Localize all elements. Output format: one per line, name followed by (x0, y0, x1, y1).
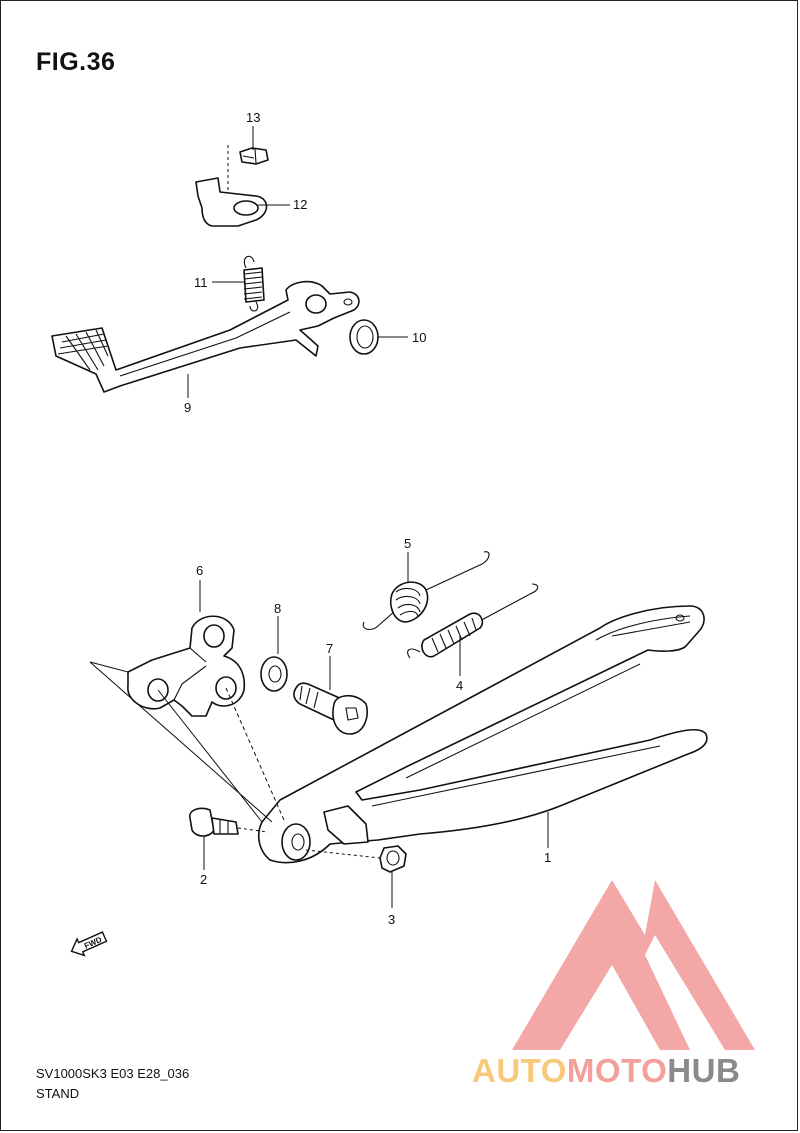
watermark-logo-icon (512, 880, 755, 1050)
part-2-bolt (189, 807, 239, 837)
wordmark-hub: HUB (667, 1052, 741, 1089)
callout-13: 13 (246, 110, 260, 125)
callout-11: 11 (194, 275, 208, 290)
part-4-spring (407, 583, 539, 659)
part-7-bolt (293, 682, 368, 735)
figure-title: FIG.36 (36, 48, 116, 76)
part-8-washer (260, 656, 288, 692)
callout-5: 5 (404, 536, 411, 551)
callout-3: 3 (388, 912, 395, 927)
part-11-spring (243, 255, 265, 312)
callout-4: 4 (456, 678, 463, 693)
callout-2: 2 (200, 872, 207, 887)
leader-lines (187, 126, 549, 908)
callout-12: 12 (293, 197, 307, 212)
part-13-bolt (227, 145, 269, 200)
assembly-guide-lines (89, 661, 381, 859)
part-10-washer (349, 319, 379, 355)
part-3-nut (379, 845, 407, 873)
callout-6: 6 (196, 563, 203, 578)
callout-9: 9 (184, 400, 191, 415)
part-1-stand (257, 605, 708, 864)
wordmark-moto: MOTO (566, 1052, 668, 1089)
wordmark-auto: AUTO (472, 1052, 567, 1089)
callout-1: 1 (544, 850, 551, 865)
fwd-label: FWD (83, 935, 104, 951)
watermark-wordmark: AUTOMOTOHUB (472, 1052, 740, 1090)
part-9-brake-pedal (51, 280, 360, 393)
forward-arrow-icon: FWD (70, 931, 108, 957)
section-name: STAND (36, 1086, 80, 1101)
part-5-spring (362, 551, 490, 631)
callout-7: 7 (326, 641, 333, 656)
figure-code: SV1000SK3 E03 E28_036 (36, 1066, 190, 1081)
part-12-bracket (195, 177, 268, 227)
callout-labels: 13 12 11 10 9 5 6 8 7 4 1 2 3 (184, 110, 551, 927)
callout-8: 8 (274, 601, 281, 616)
callout-10: 10 (412, 330, 426, 345)
